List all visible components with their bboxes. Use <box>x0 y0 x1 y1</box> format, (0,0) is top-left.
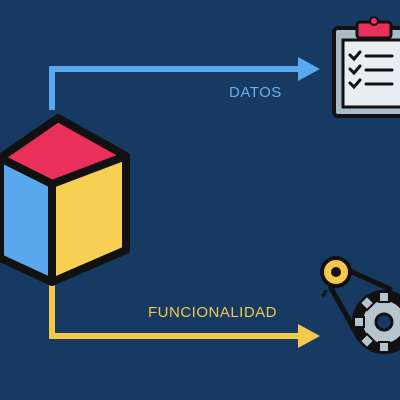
gear-belt-icon <box>320 256 400 354</box>
funcionalidad-arrow <box>49 285 320 348</box>
datos-arrow <box>49 57 320 110</box>
datos-label: DATOS <box>229 84 282 101</box>
cube-icon <box>0 114 130 286</box>
funcionalidad-label: FUNCIONALIDAD <box>148 304 278 321</box>
clipboard-checklist-icon <box>332 16 400 118</box>
